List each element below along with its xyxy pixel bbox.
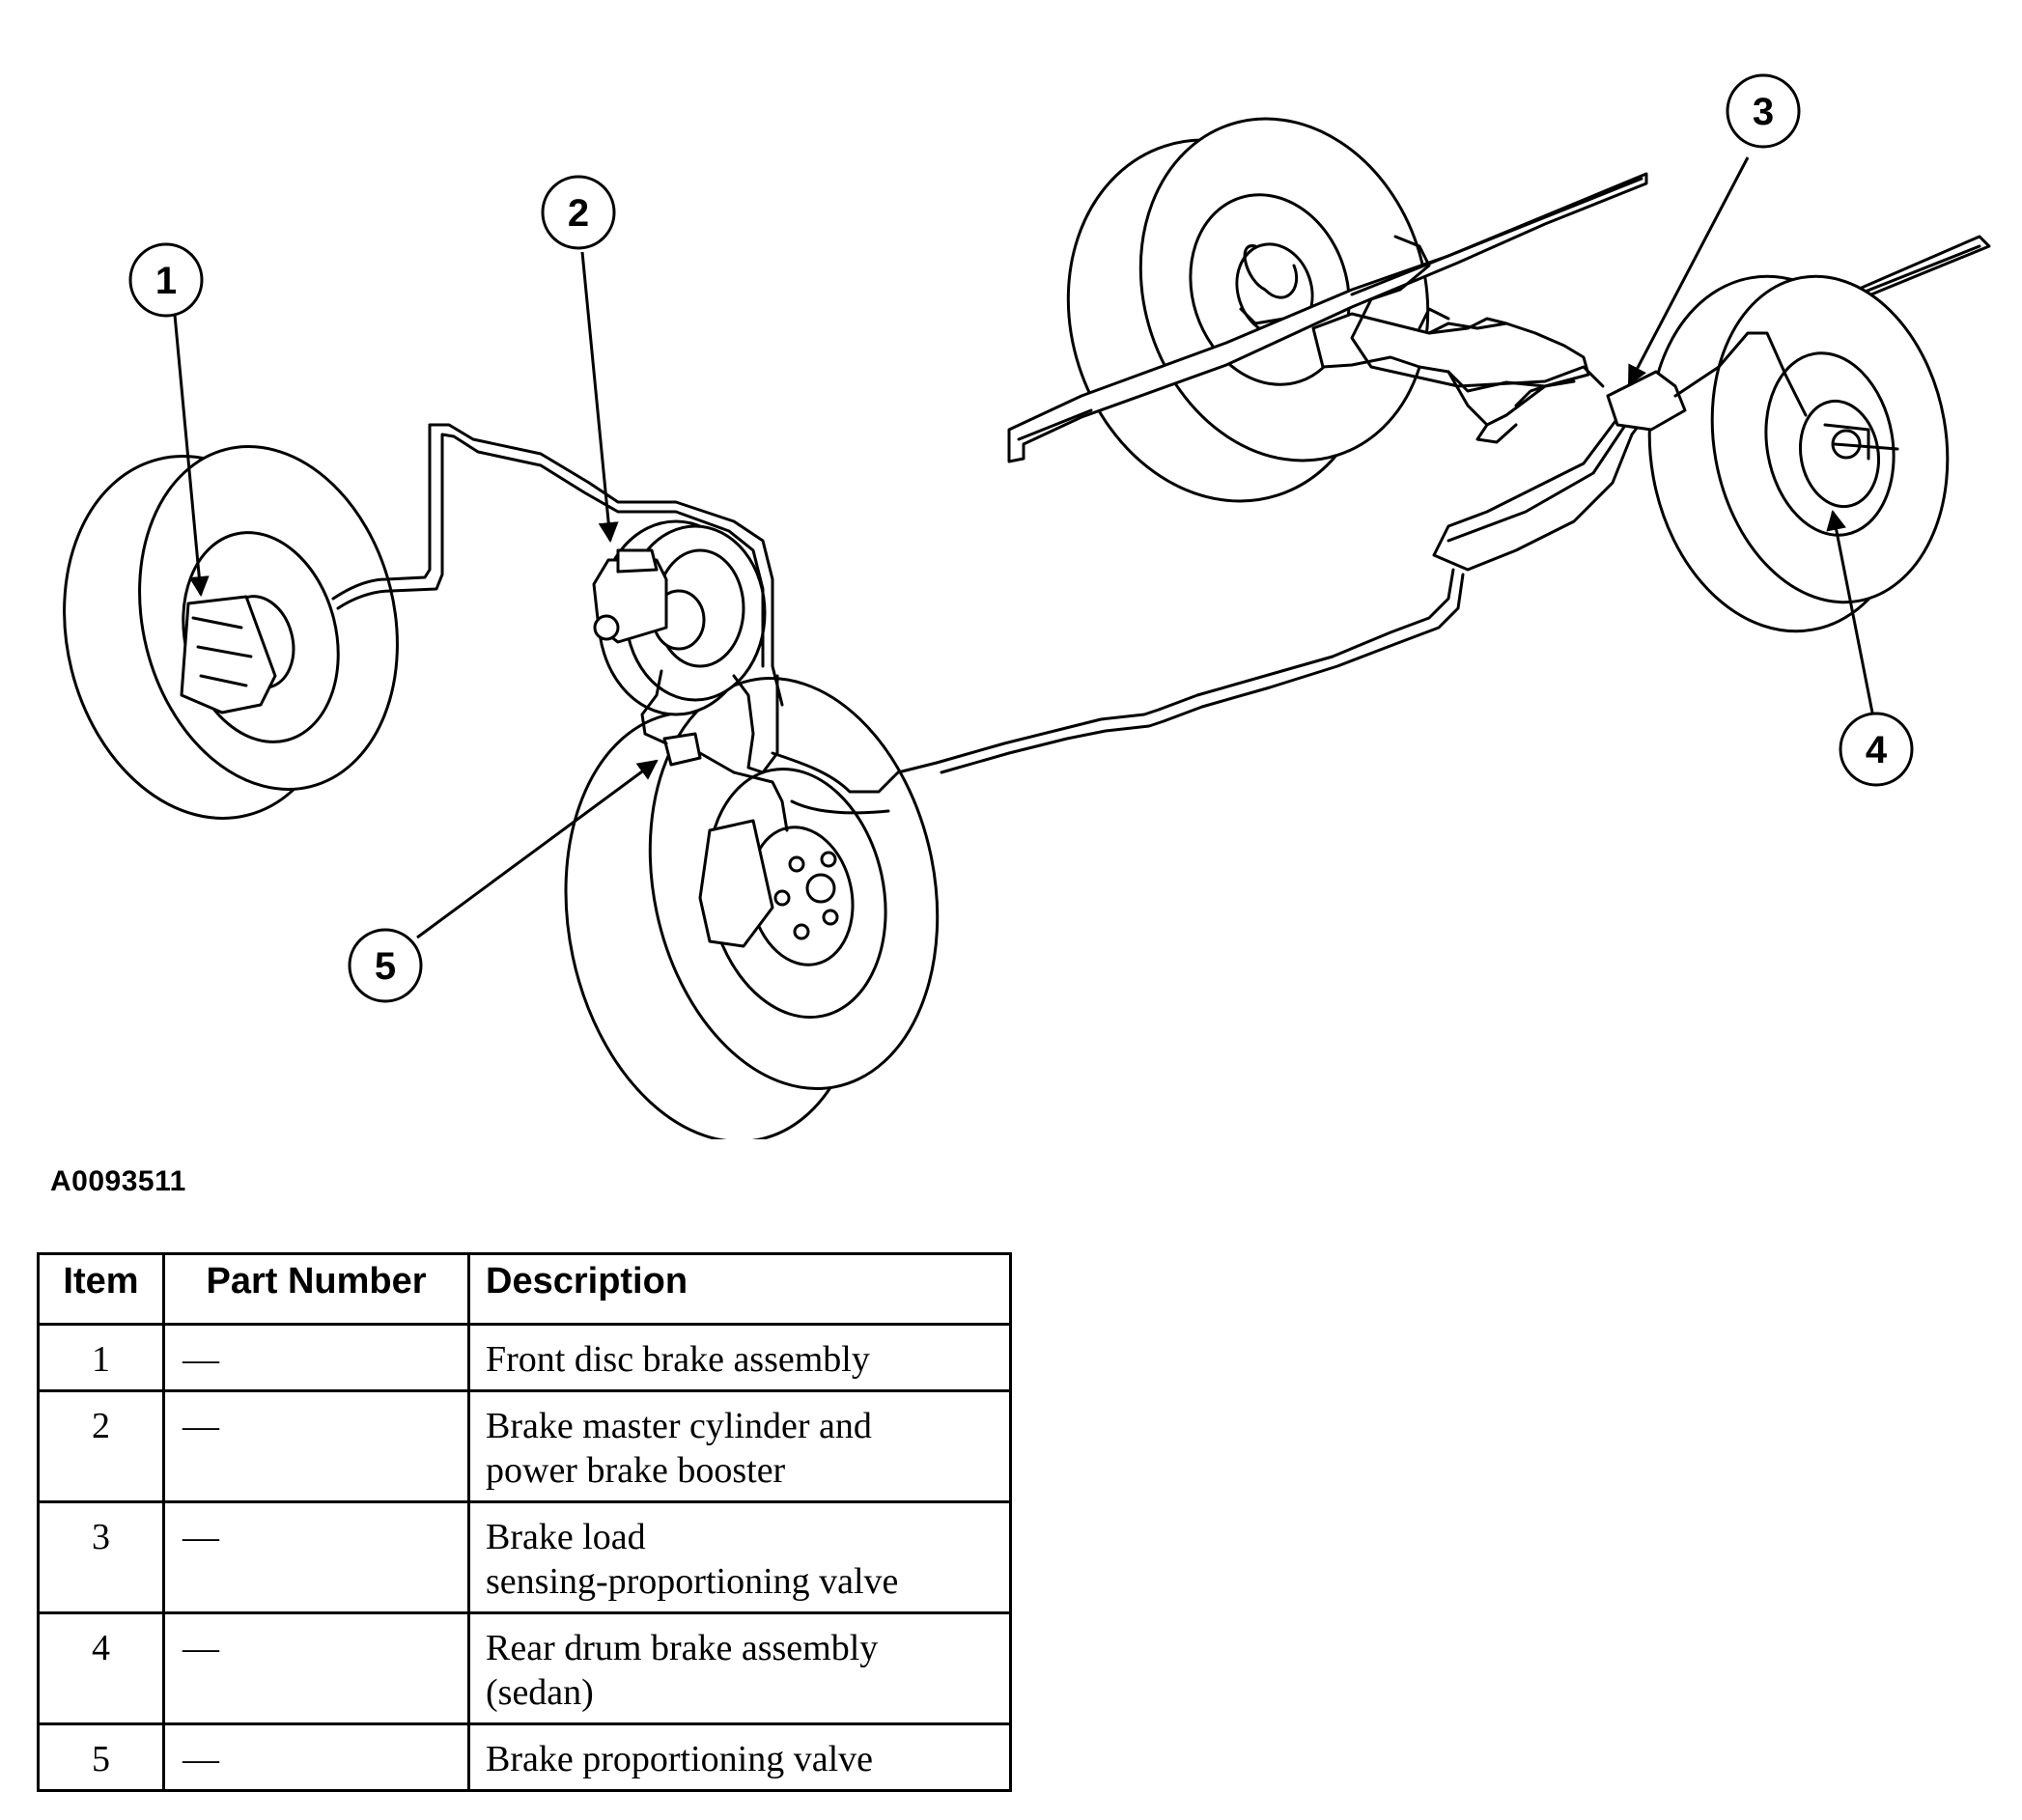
row-part-number: — [162, 1389, 470, 1503]
callout-5-label: 5 [375, 945, 396, 988]
row-description: Brake proportioning valve [467, 1722, 1012, 1792]
row-part-number: — [162, 1611, 470, 1725]
table-row: 1 — Front disc brake assembly [37, 1323, 1012, 1392]
callout-4-label: 4 [1866, 729, 1888, 771]
load-sensing-valve [1606, 370, 1687, 432]
leader-line-4 [1826, 509, 1874, 714]
row-description-line: Rear drum brake assembly [486, 1628, 879, 1668]
row-description-line: Brake proportioning valve [486, 1739, 874, 1779]
brake-system-diagram: 1 2 3 4 5 [63, 73, 1991, 1139]
rear-axle-crossmember [1311, 307, 1590, 444]
callout-1: 1 [128, 242, 204, 318]
row-item: 5 [37, 1722, 165, 1792]
callout-2: 2 [541, 175, 616, 250]
row-item: 4 [37, 1611, 165, 1725]
master-cylinder-booster [592, 519, 767, 716]
row-item: 3 [37, 1500, 165, 1614]
front-right-wheel [564, 677, 940, 1139]
header-item: Item [37, 1252, 165, 1326]
row-description-line: (sedan) [486, 1672, 594, 1713]
leader-lines [173, 156, 1874, 939]
row-item: 1 [37, 1323, 165, 1392]
callout-3-label: 3 [1753, 91, 1774, 133]
header-description: Description [467, 1252, 1012, 1326]
callout-2-label: 2 [568, 192, 589, 235]
callout-4: 4 [1839, 712, 1914, 787]
row-description: Rear drum brake assembly(sedan) [467, 1611, 1012, 1725]
callout-1-label: 1 [155, 260, 177, 302]
leader-line-1 [173, 314, 210, 598]
leader-line-5 [416, 759, 659, 939]
callout-5: 5 [348, 928, 423, 1003]
front-left-wheel [63, 445, 399, 820]
parts-table: Item Part Number Description 1 — Front d… [37, 1252, 1012, 1792]
figure-id: A0093511 [50, 1165, 186, 1197]
rear-left-wheel [1066, 117, 1430, 503]
row-description-line: sensing-proportioning valve [486, 1561, 899, 1602]
table-row: 5 — Brake proportioning valve [37, 1722, 1012, 1792]
proportioning-valve [662, 732, 702, 767]
callout-3: 3 [1726, 73, 1801, 149]
table-header-row: Item Part Number Description [37, 1252, 1012, 1326]
rear-right-wheel [1647, 274, 1950, 633]
row-part-number: — [162, 1500, 470, 1614]
leader-line-3 [1627, 156, 1750, 386]
row-part-number: — [162, 1323, 470, 1392]
row-part-number: — [162, 1722, 470, 1792]
row-description-line: Brake master cylinder and [486, 1406, 872, 1446]
brake-lines [331, 235, 1808, 832]
leader-line-2 [580, 251, 619, 544]
row-description-line: Front disc brake assembly [486, 1339, 870, 1380]
rear-frame-rail-left [1007, 172, 1648, 463]
row-description-line: Brake load [486, 1517, 646, 1557]
header-part-number: Part Number [162, 1252, 470, 1326]
table-row: 4 — Rear drum brake assembly(sedan) [37, 1611, 1012, 1725]
row-description-line: power brake booster [486, 1450, 786, 1491]
row-item: 2 [37, 1389, 165, 1503]
row-description: Front disc brake assembly [467, 1323, 1012, 1392]
